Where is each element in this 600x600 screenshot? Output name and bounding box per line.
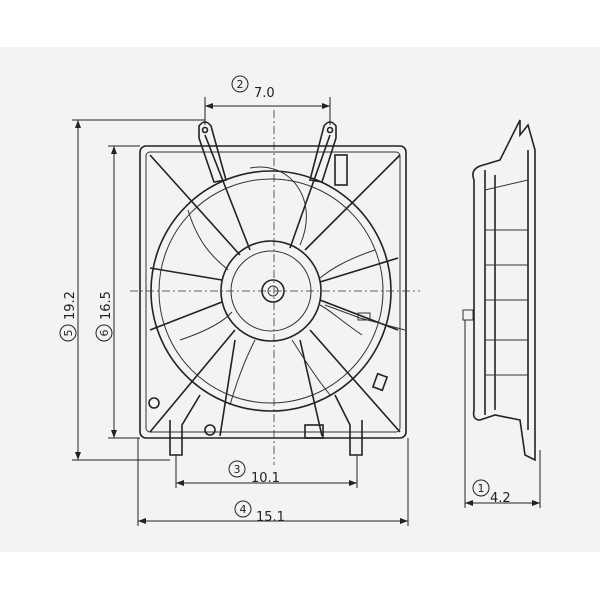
dimension-6: 6 16.5 [95, 291, 114, 342]
svg-text:19.2: 19.2 [63, 291, 78, 320]
dimension-5: 5 19.2 [59, 291, 78, 342]
shroud-frame [139, 145, 407, 439]
front-view [130, 110, 420, 465]
callout-circle [231, 75, 249, 93]
svg-text:6: 6 [98, 330, 111, 337]
svg-text:2: 2 [237, 78, 244, 91]
dimension-1: 1 4.2 [472, 479, 511, 506]
svg-text:7.0: 7.0 [254, 86, 275, 101]
dimension-3: 3 10.1 [228, 460, 280, 486]
side-view [462, 119, 536, 462]
svg-text:15.1: 15.1 [256, 510, 285, 525]
svg-text:1: 1 [478, 482, 485, 495]
svg-text:16.5: 16.5 [99, 291, 114, 320]
svg-text:4: 4 [240, 503, 247, 516]
svg-text:3: 3 [234, 463, 241, 476]
dimension-4: 4 15.1 [234, 500, 285, 525]
dimension-lines [72, 97, 541, 526]
dimension-2: 2 7.0 [231, 75, 275, 101]
svg-text:4.2: 4.2 [490, 491, 511, 506]
svg-text:5: 5 [62, 330, 75, 337]
svg-text:10.1: 10.1 [251, 471, 280, 486]
